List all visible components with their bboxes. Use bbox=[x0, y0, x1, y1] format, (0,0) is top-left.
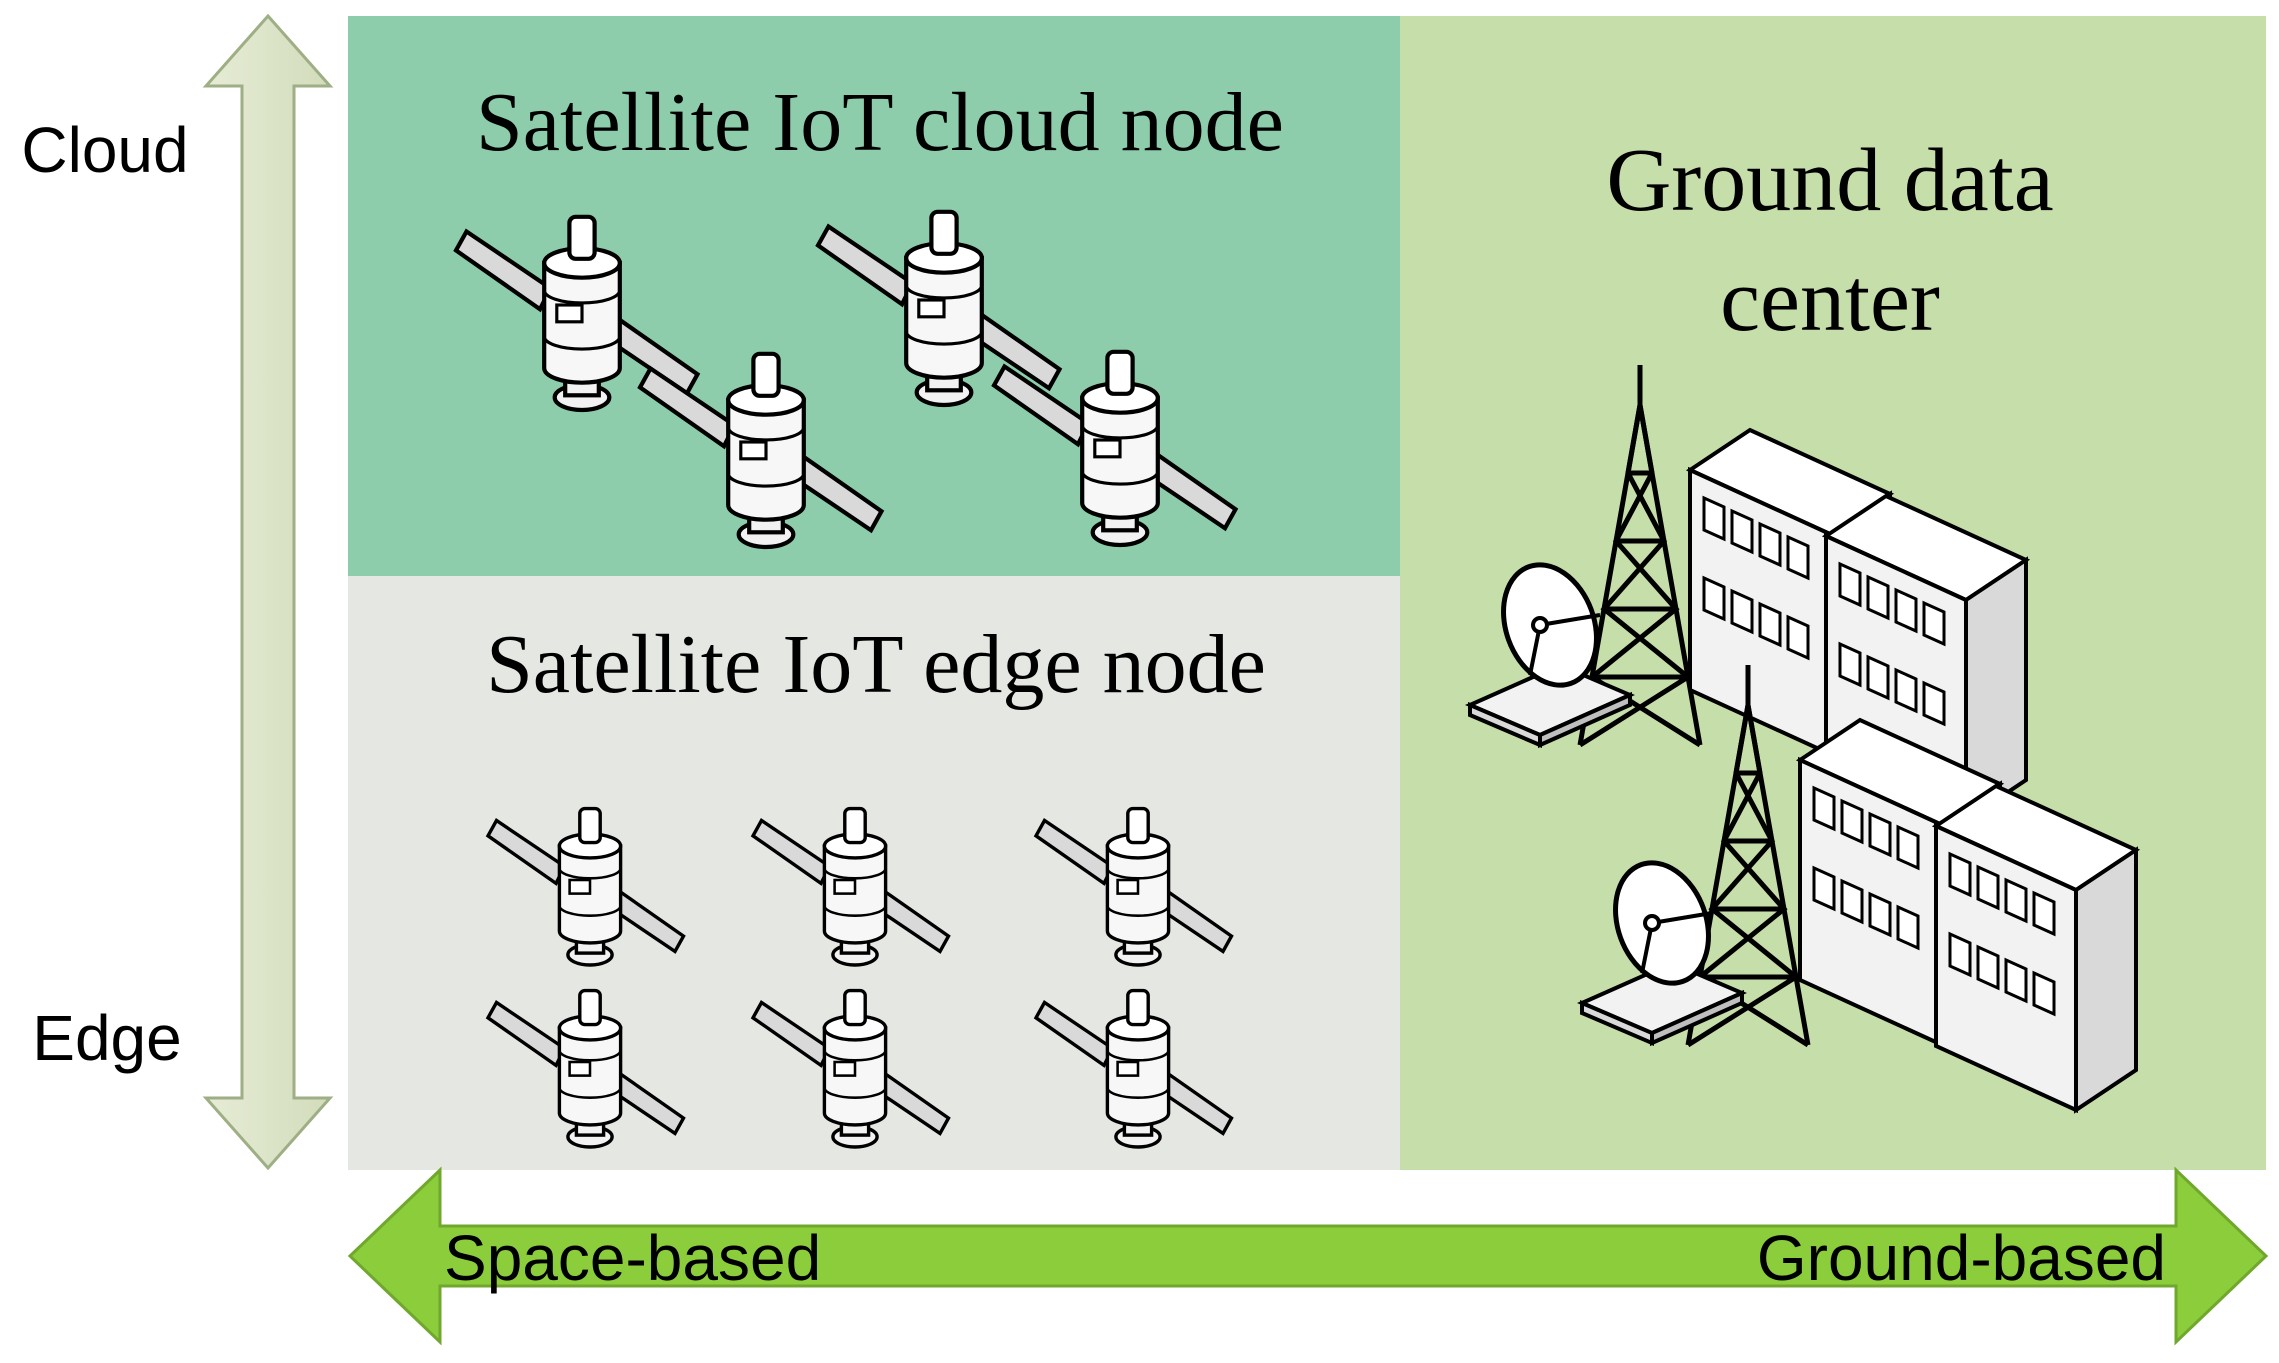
ground-center-title-line2: center bbox=[1720, 251, 1940, 350]
edge-node-title: Satellite IoT edge node bbox=[486, 618, 1266, 711]
edge-axis-label: Edge bbox=[32, 1002, 181, 1074]
ground-based-label: Ground-based bbox=[1757, 1222, 2166, 1294]
horizontal-axis-arrow bbox=[347, 1166, 2269, 1346]
cloud-node-title: Satellite IoT cloud node bbox=[476, 76, 1284, 169]
vertical-axis-arrow bbox=[202, 13, 334, 1171]
ground-center-title-line1: Ground data bbox=[1606, 131, 2053, 230]
cloud-axis-label: Cloud bbox=[21, 114, 188, 186]
space-based-label: Space-based bbox=[444, 1222, 821, 1294]
building-icon bbox=[1934, 784, 2138, 1112]
